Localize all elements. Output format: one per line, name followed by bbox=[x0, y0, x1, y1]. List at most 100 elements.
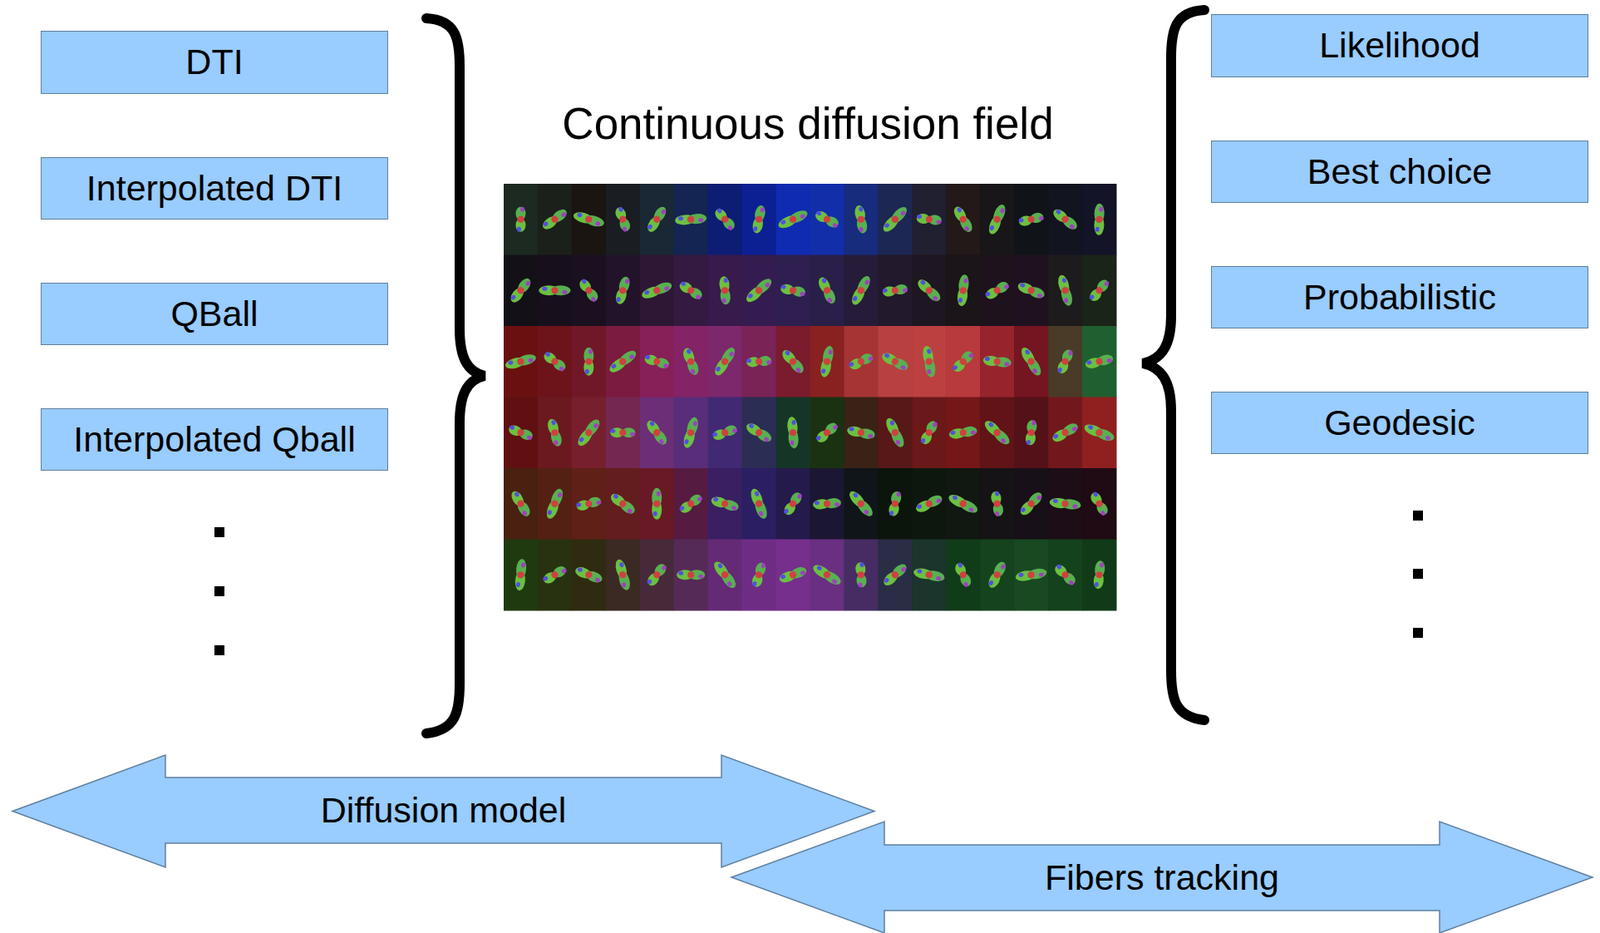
tracking-box: Probabilistic bbox=[1211, 265, 1589, 329]
field-cell bbox=[1014, 467, 1049, 540]
field-cell bbox=[503, 183, 538, 256]
field-cell bbox=[674, 255, 709, 327]
field-cell bbox=[571, 255, 606, 327]
field-cell bbox=[674, 183, 709, 256]
field-cell bbox=[911, 467, 946, 540]
field-cell bbox=[877, 255, 912, 327]
field-cell bbox=[979, 467, 1015, 540]
field-cell bbox=[605, 183, 640, 256]
field-cell bbox=[708, 467, 743, 540]
field-cell bbox=[674, 467, 709, 540]
field-cell bbox=[877, 183, 912, 256]
field-cell bbox=[1014, 183, 1049, 256]
field-cell bbox=[503, 325, 538, 398]
field-cell bbox=[877, 539, 912, 611]
field-cell bbox=[1082, 255, 1117, 327]
field-cell bbox=[776, 255, 811, 327]
field-cell bbox=[742, 325, 777, 398]
field-cell bbox=[810, 539, 845, 611]
field-cell bbox=[945, 325, 980, 398]
field-cell bbox=[708, 397, 743, 469]
field-cell bbox=[537, 467, 572, 540]
field-cell bbox=[776, 325, 811, 398]
model-box: Interpolated DTI bbox=[40, 157, 389, 220]
field-cell bbox=[843, 539, 878, 611]
field-cell bbox=[979, 183, 1015, 256]
field-cell bbox=[1048, 539, 1083, 611]
field-cell bbox=[776, 467, 811, 540]
field-cell bbox=[776, 397, 811, 469]
field-cell bbox=[810, 183, 845, 256]
field-cell bbox=[979, 325, 1015, 398]
field-cell bbox=[571, 325, 606, 398]
field-cell bbox=[537, 397, 572, 469]
field-cell bbox=[979, 255, 1015, 327]
field-cell bbox=[674, 397, 709, 469]
field-cell bbox=[605, 397, 640, 469]
node-label: Probabilistic bbox=[1303, 276, 1497, 318]
field-cell bbox=[911, 255, 946, 327]
node-label: Diffusion model bbox=[320, 789, 567, 831]
field-cell bbox=[877, 325, 912, 398]
field-cell bbox=[742, 467, 777, 540]
field-cell bbox=[742, 183, 777, 256]
field-cell bbox=[640, 325, 675, 398]
field-cell bbox=[605, 467, 640, 540]
model-box: QBall bbox=[40, 282, 389, 345]
node-label: Best choice bbox=[1307, 151, 1492, 192]
field-cell bbox=[708, 539, 743, 611]
right-brace bbox=[1142, 9, 1205, 720]
field-cell bbox=[571, 397, 606, 469]
field-cell bbox=[640, 467, 675, 540]
field-cell bbox=[1048, 397, 1083, 469]
field-cell bbox=[537, 325, 572, 398]
field-cell bbox=[979, 397, 1015, 469]
field-cell bbox=[708, 183, 743, 256]
node-label: Interpolated Qball bbox=[73, 418, 355, 460]
field-cell bbox=[843, 183, 878, 256]
field-cell bbox=[571, 183, 606, 256]
field-cell bbox=[1082, 539, 1117, 611]
field-cell bbox=[503, 255, 538, 327]
field-cell bbox=[1082, 183, 1117, 256]
node-label: Likelihood bbox=[1319, 24, 1481, 66]
field-cell bbox=[674, 325, 709, 398]
field-cell bbox=[945, 397, 980, 469]
field-cell bbox=[843, 467, 878, 540]
tracking-box: Geodesic bbox=[1211, 391, 1589, 454]
field-cell bbox=[945, 539, 980, 611]
node-label: DTI bbox=[185, 41, 243, 83]
node-label: Geodesic bbox=[1324, 402, 1476, 444]
field-cell bbox=[945, 183, 980, 256]
field-cell bbox=[1014, 539, 1049, 611]
field-cell bbox=[843, 397, 878, 469]
field-cell bbox=[742, 255, 777, 327]
field-cell bbox=[776, 183, 811, 256]
double-arrow: Diffusion model bbox=[12, 754, 875, 867]
tracking-box: Best choice bbox=[1211, 140, 1589, 203]
field-cell bbox=[843, 325, 878, 398]
field-cell bbox=[810, 467, 845, 540]
field-cell bbox=[945, 255, 980, 327]
field-cell bbox=[877, 467, 912, 540]
diffusion-field-image bbox=[503, 183, 1118, 611]
node-label: Fibers tracking bbox=[1044, 856, 1280, 898]
model-box: Interpolated Qball bbox=[40, 408, 389, 471]
field-cell bbox=[742, 397, 777, 469]
tracking-box: Likelihood bbox=[1211, 14, 1589, 78]
field-cell bbox=[911, 183, 946, 256]
field-cell bbox=[571, 539, 606, 611]
field-cell bbox=[503, 397, 538, 469]
field-cell bbox=[843, 255, 878, 327]
field-cell bbox=[537, 539, 572, 611]
node-label: Interpolated DTI bbox=[86, 167, 343, 209]
field-cell bbox=[605, 325, 640, 398]
field-cell bbox=[640, 255, 675, 327]
field-cell bbox=[1082, 397, 1117, 469]
field-cell bbox=[776, 539, 811, 611]
field-cell bbox=[945, 467, 980, 540]
field-cell bbox=[605, 255, 640, 327]
field-cell bbox=[1082, 467, 1117, 540]
right-ellipsis-dots bbox=[1412, 510, 1423, 638]
field-cell bbox=[1014, 255, 1049, 327]
